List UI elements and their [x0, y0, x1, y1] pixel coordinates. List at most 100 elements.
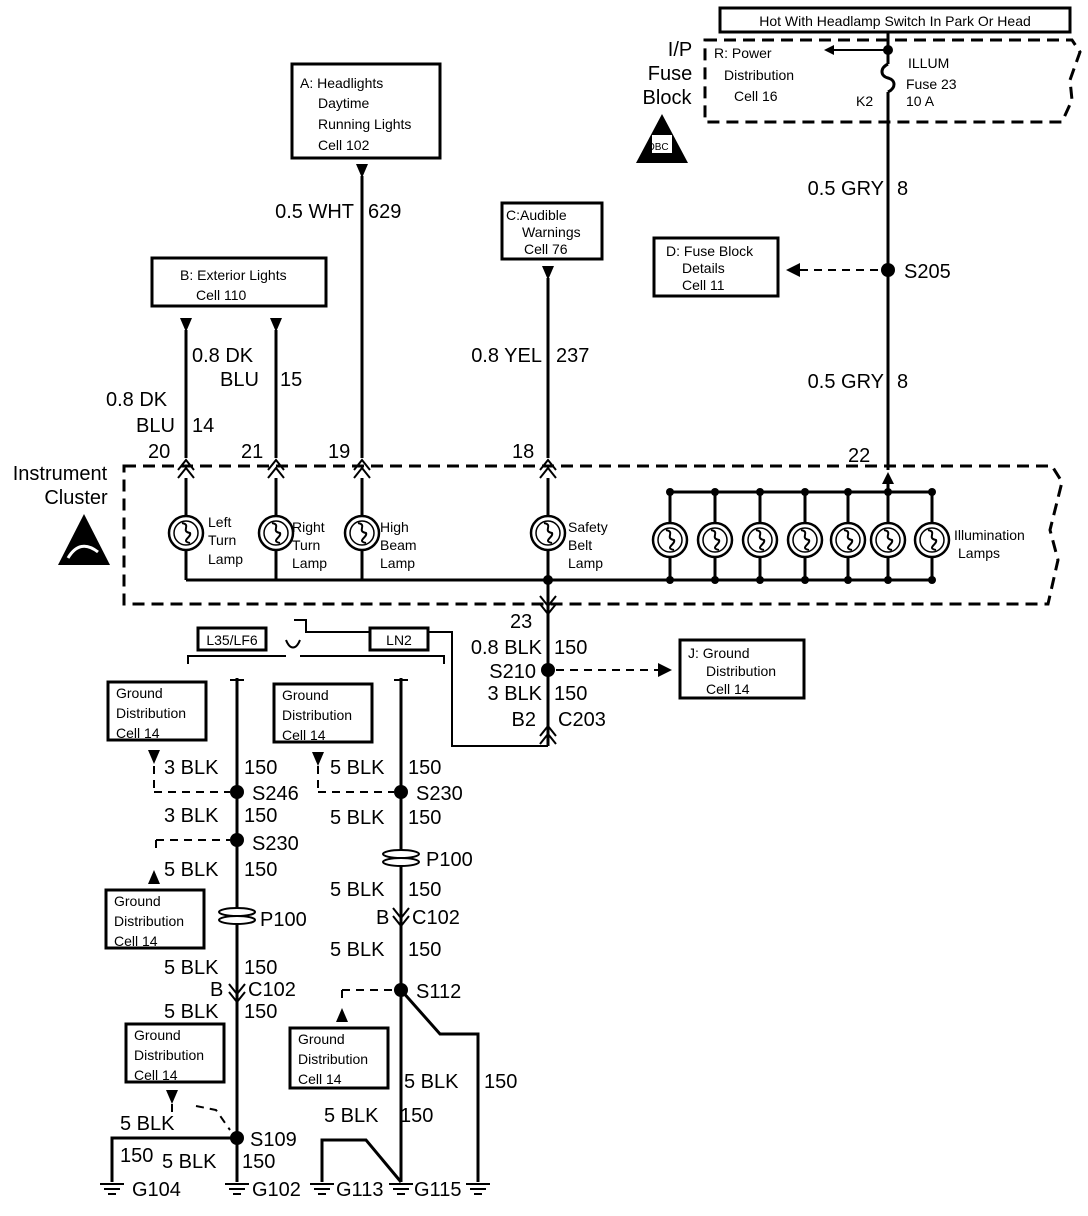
d-arrow-icon [786, 263, 800, 277]
conn-c102-left: C102 [248, 979, 296, 1001]
lamp-high-1: High [380, 519, 409, 535]
ground-g115 [389, 1183, 490, 1195]
pin-21: 21 [241, 441, 263, 463]
option-right: LN2 [386, 632, 412, 648]
w-p100-right-num: 150 [408, 879, 441, 901]
ground-g115-label: G115 [414, 1179, 461, 1201]
w-p100-left-num: 150 [244, 957, 277, 979]
illumination-lamp-icon [651, 488, 689, 584]
illumination-lamp-icon [913, 488, 951, 584]
wire-14-size: 0.8 DK [106, 389, 168, 411]
ref-j-3: Cell 14 [706, 681, 750, 697]
lamp-illum-1: Illumination [954, 527, 1025, 543]
pin-23: 23 [510, 611, 532, 633]
w-g115-right: 5 BLK [404, 1071, 459, 1093]
w-c102-right: 5 BLK [330, 939, 385, 961]
cluster-name-2: Cluster [44, 487, 108, 509]
wire-150-08-circuit: 150 [554, 637, 587, 659]
gd3-3: Cell 14 [134, 1067, 178, 1083]
pin-b2: B2 [512, 709, 536, 731]
splice-s246 [230, 785, 244, 799]
gd1-2: Distribution [116, 705, 186, 721]
lamp-left-1: Left [208, 514, 231, 530]
w-s246-out-num: 150 [244, 805, 277, 827]
ground-icon [225, 1183, 249, 1195]
ground-dist-box-4: Ground Distribution Cell 14 [272, 682, 374, 744]
fuse-name: ILLUM [908, 55, 949, 71]
fuse-terminal: K2 [856, 93, 873, 109]
w-g102: 5 BLK [162, 1151, 217, 1173]
lamp-right-turn-icon [257, 514, 295, 552]
w-s230-right-in: 5 BLK [330, 757, 385, 779]
w-g104-num: 150 [120, 1145, 153, 1167]
gd3-2: Distribution [134, 1047, 204, 1063]
illumination-lamp-icon [696, 488, 734, 584]
lamp-right-2: Turn [292, 537, 320, 553]
splice-s230-left [230, 833, 244, 847]
r-arrow-icon [824, 45, 834, 55]
lamp-belt-1: Safety [568, 519, 608, 535]
w-g102-num: 150 [242, 1151, 275, 1173]
ref-d-3: Cell 11 [682, 277, 725, 293]
ref-a-1: A: Headlights [300, 75, 383, 91]
ref-j-1: J: Ground [688, 645, 749, 661]
w-c102-left: 5 BLK [164, 1001, 219, 1023]
lamp-safety-belt-icon [529, 514, 567, 552]
lamp-left-3: Lamp [208, 551, 243, 567]
esd-warning-icon [58, 514, 110, 565]
gd5-3: Cell 14 [298, 1071, 342, 1087]
ref-box-d: D: Fuse Block Details Cell 11 [652, 236, 780, 298]
w-g113-num: 150 [400, 1105, 433, 1127]
gd5-2: Distribution [298, 1051, 368, 1067]
splice-s230-left-label: S230 [252, 833, 299, 855]
ref-d-1: D: Fuse Block [666, 243, 754, 259]
option-left: L35/LF6 [206, 632, 258, 648]
w-p100-right: 5 BLK [330, 879, 385, 901]
lamp-left-turn-icon [167, 514, 205, 552]
ref-r-2: Distribution [724, 67, 794, 83]
cluster-name-1: Instrument [13, 463, 108, 485]
hot-label: Hot With Headlamp Switch In Park Or Head [759, 13, 1031, 29]
lamp-belt-2: Belt [568, 537, 592, 553]
ground-g113 [310, 1183, 334, 1195]
gd4-1: Ground [282, 687, 329, 703]
ground-icon [310, 1183, 334, 1195]
w-c102-right-num: 150 [408, 939, 441, 961]
obd-icon-text: OBC II [647, 142, 677, 153]
ref-box-b: B: Exterior Lights Cell 110 [150, 256, 328, 308]
conn-c203: C203 [558, 709, 606, 731]
wire-150-08-size: 0.8 BLK [471, 637, 543, 659]
pin-18: 18 [512, 441, 534, 463]
gd4-2: Distribution [282, 707, 352, 723]
fuse-number: Fuse 23 [906, 76, 957, 92]
w-p100-left: 5 BLK [164, 957, 219, 979]
wire-237-size: 0.8 YEL [471, 345, 542, 367]
ground-g102-label: G102 [252, 1179, 301, 1201]
ref-box-j: J: Ground Distribution Cell 14 [678, 638, 806, 700]
pin-20: 20 [148, 441, 170, 463]
ground-dist-box-5: Ground Distribution Cell 14 [288, 1026, 390, 1090]
wire-150-3-size: 3 BLK [488, 683, 543, 705]
ref-d-2: Details [682, 260, 725, 276]
ground-icon [466, 1183, 490, 1195]
gd2-1: Ground [114, 893, 161, 909]
ref-a-2: Daytime [318, 95, 370, 111]
pin-b-left: B [210, 979, 223, 1001]
ref-b-2: Cell 110 [196, 287, 247, 303]
gd2-2: Distribution [114, 913, 184, 929]
ref-box-c: C:Audible Warnings Cell 76 [500, 201, 604, 261]
w-s230-right-in-num: 150 [408, 757, 441, 779]
lamp-high-beam-icon [343, 514, 381, 552]
cluster-pin-chevrons [177, 458, 557, 479]
illumination-lamp-icon [829, 488, 867, 584]
fuse-amp: 10 A [906, 93, 935, 109]
ref-c-3: Cell 76 [524, 241, 568, 257]
wire-14-color: BLU [136, 415, 175, 437]
lamp-illum-2: Lamps [958, 545, 1000, 561]
ref-c-2: Warnings [522, 224, 581, 240]
wire-150-3-circuit: 150 [554, 683, 587, 705]
gd1-3: Cell 14 [116, 725, 160, 741]
fuse-block-name-3: Block [643, 87, 693, 109]
illumination-lamp-icon [869, 488, 907, 584]
